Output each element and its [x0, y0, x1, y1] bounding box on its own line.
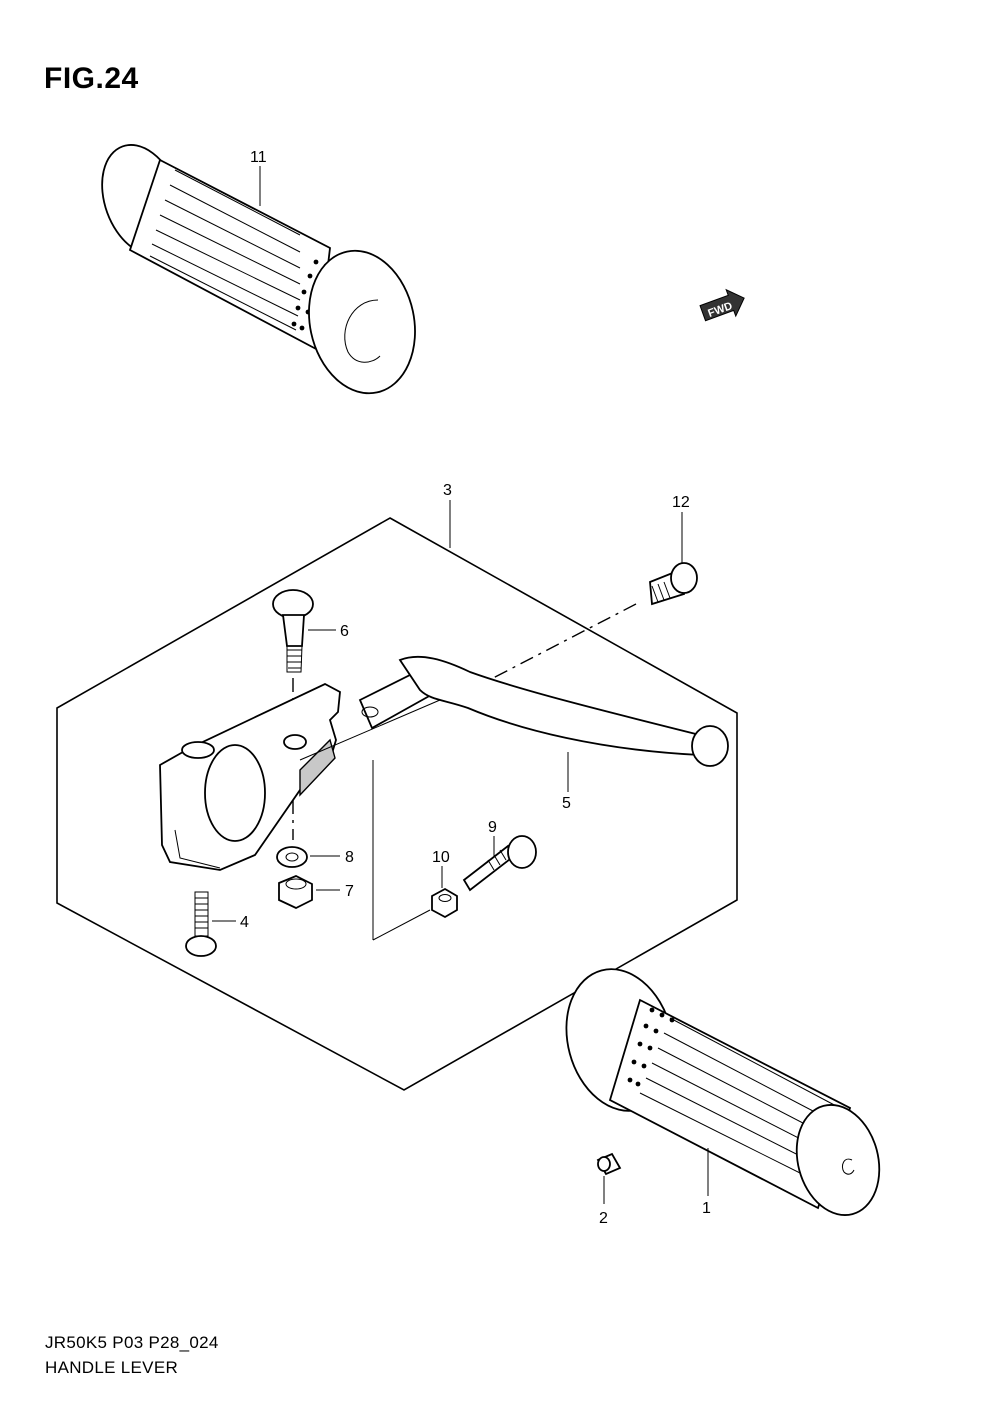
callout-8: 8 — [345, 849, 354, 866]
right-grip-part-1 — [565, 968, 881, 1216]
callout-11: 11 — [250, 149, 267, 166]
assembly-outline — [56, 517, 738, 1091]
figure-code: JR50K5 P03 P28_024 — [45, 1333, 219, 1352]
fwd-direction-badge: FWD — [699, 288, 745, 322]
clutch-lever-part-5 — [358, 655, 729, 767]
plug-part-2 — [596, 1152, 622, 1176]
callout-5: 5 — [562, 795, 571, 812]
washer-part-8 — [276, 846, 308, 868]
lever-holder-bracket — [159, 682, 341, 871]
adjuster-screw-part-9 — [462, 835, 537, 892]
figure-name: HANDLE LEVER — [45, 1358, 179, 1377]
callout-6: 6 — [340, 623, 349, 640]
bolt-part-4 — [185, 891, 217, 957]
nut-part-7 — [278, 875, 313, 910]
callout-7: 7 — [345, 883, 354, 900]
figure-title: FIG.24 — [44, 62, 139, 95]
callout-4: 4 — [240, 914, 249, 931]
screw-part-12 — [649, 562, 698, 606]
callout-10: 10 — [432, 849, 450, 866]
pivot-bolt-part-6 — [272, 589, 314, 673]
callout-12: 12 — [672, 494, 690, 511]
left-grip-part-11 — [101, 144, 416, 395]
nut-part-10 — [431, 887, 458, 919]
callout-2: 2 — [599, 1210, 608, 1227]
callout-1: 1 — [702, 1200, 711, 1217]
callout-9: 9 — [488, 819, 497, 836]
callout-3: 3 — [443, 482, 452, 499]
